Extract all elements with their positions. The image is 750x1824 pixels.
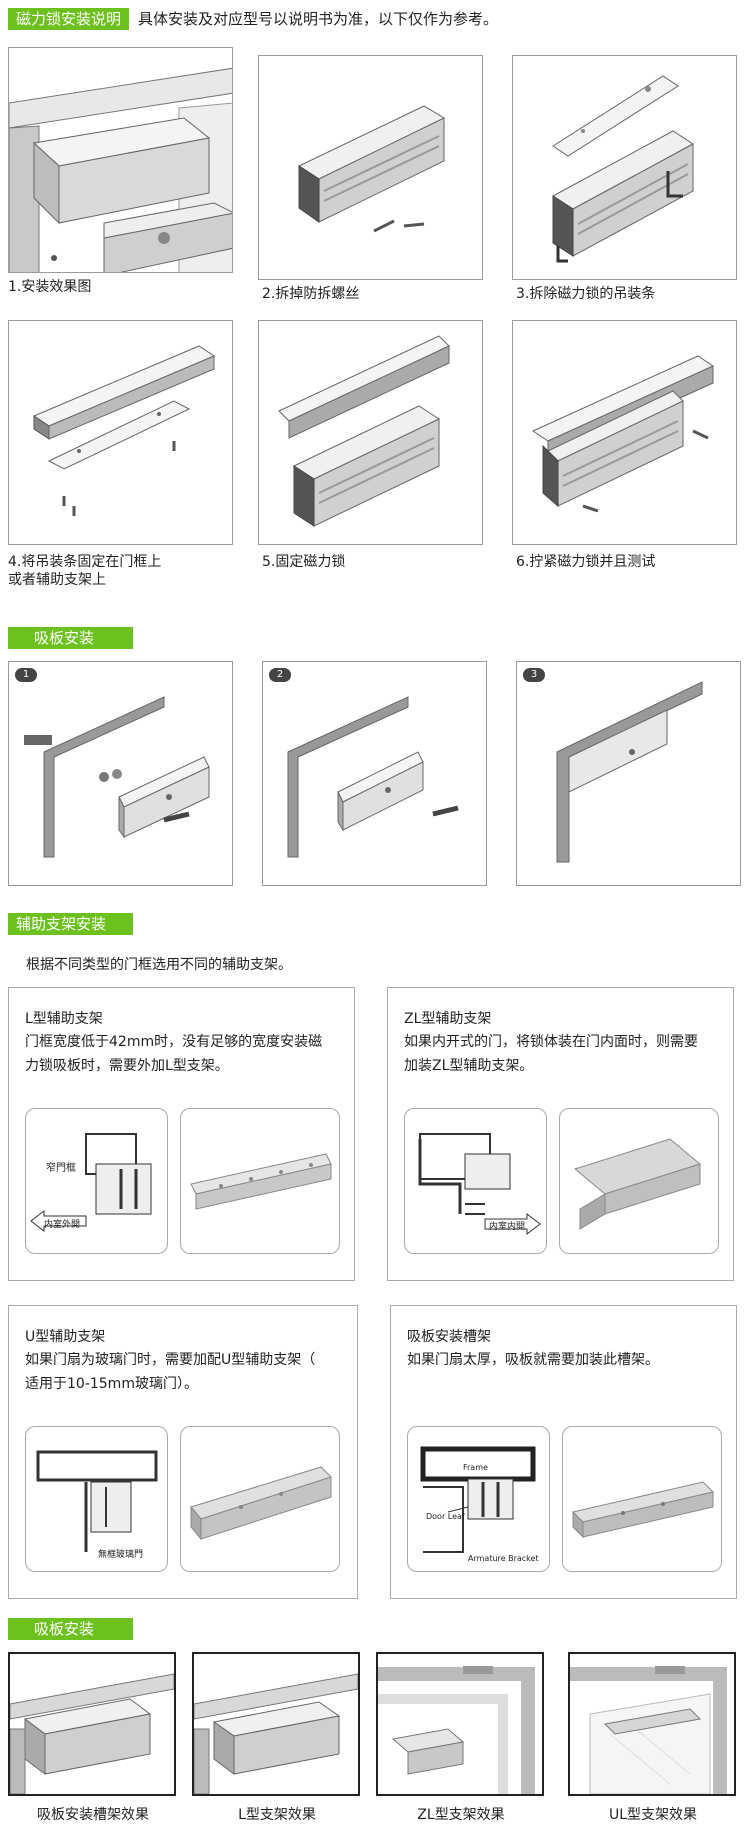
- label-frame: Frame: [463, 1463, 488, 1472]
- label-narrow-frame: 窄門框: [46, 1163, 76, 1174]
- effect-caption-armature-bracket: 吸板安装槽架效果: [37, 1807, 149, 1823]
- card-text-line1: 如果内开式的门，将锁体装在门内面时，则需要: [404, 1034, 698, 1050]
- step-2-caption: 2.拆掉防拆螺丝: [262, 286, 360, 302]
- section-tag-install: 磁力锁安装说明: [8, 8, 130, 30]
- armature-bracket-photo: [562, 1426, 722, 1572]
- step-badge-1: 1: [15, 668, 37, 682]
- step-2-image: [258, 55, 483, 280]
- label-frameless-glass: 無框玻璃門: [98, 1550, 144, 1560]
- bracket-intro: 根据不同类型的门框选用不同的辅助支架。: [26, 957, 292, 973]
- u-bracket-diagram: 無框玻璃門: [25, 1426, 168, 1572]
- card-zl-bracket: ZL型辅助支架 如果内开式的门，将锁体装在门内面时，则需要 加装ZL型辅助支架。…: [387, 987, 734, 1281]
- effect-image-zl-bracket: [376, 1652, 544, 1796]
- step-5-image: [258, 320, 483, 545]
- armature-step-2-image: 2: [262, 661, 487, 886]
- effect-caption-ul-bracket: UL型支架效果: [608, 1807, 698, 1823]
- label-door-leaf: Door Leaf: [426, 1512, 465, 1521]
- armature-step-3-image: 3: [516, 661, 741, 886]
- step-3-image: [512, 55, 737, 280]
- section-tag-bracket: 辅助支架安装: [8, 913, 133, 935]
- l-bracket-diagram: 窄門框 内室外開: [25, 1108, 168, 1254]
- card-u-bracket: U型辅助支架 如果门扇为玻璃门时，需要加配U型辅助支架（ 适用于10-15mm玻…: [8, 1305, 358, 1599]
- card-text-line1: 如果门扇为玻璃门时，需要加配U型辅助支架（: [25, 1352, 316, 1368]
- step-4-caption-line2: 或者辅助支架上: [8, 572, 106, 588]
- section-tag-armature-effects: 吸板安装: [8, 1618, 133, 1640]
- zl-bracket-diagram: 内室内開: [404, 1108, 547, 1254]
- step-badge-2: 2: [269, 668, 291, 682]
- card-text-line2: 加装ZL型辅助支架。: [404, 1058, 534, 1074]
- l-bracket-photo: [180, 1108, 340, 1254]
- step-1-caption: 1.安装效果图: [8, 279, 92, 295]
- section-tag-armature: 吸板安装: [8, 627, 133, 649]
- step-5-caption: 5.固定磁力锁: [262, 554, 346, 570]
- card-text-line1: 门框宽度低于42mm时，没有足够的宽度安装磁: [25, 1034, 323, 1050]
- label-inside-inside: 内室内開: [489, 1222, 526, 1232]
- effect-image-ul-bracket: [568, 1652, 736, 1796]
- zl-bracket-photo: [559, 1108, 719, 1254]
- step-4-image: [8, 320, 233, 545]
- card-title: ZL型辅助支架: [404, 1011, 492, 1027]
- step-1-image: [8, 47, 233, 273]
- card-text-line2: 适用于10-15mm玻璃门）。: [25, 1376, 198, 1392]
- card-l-bracket: L型辅助支架 门框宽度低于42mm时，没有足够的宽度安装磁 力锁吸板时，需要外加…: [8, 987, 355, 1281]
- card-title: 吸板安装槽架: [407, 1329, 491, 1345]
- effect-image-armature-bracket: [8, 1652, 176, 1796]
- step-6-image: [512, 320, 737, 545]
- card-text-line2: 力锁吸板时，需要外加L型支架。: [25, 1058, 229, 1074]
- step-6-caption: 6.拧紧磁力锁并且测试: [516, 554, 656, 570]
- label-armature-bracket: Armature Bracket: [468, 1554, 539, 1563]
- armature-bracket-diagram: Frame Door Leaf Armature Bracket: [407, 1426, 550, 1572]
- effect-caption-l-bracket: L型支架效果: [238, 1807, 316, 1823]
- card-title: U型辅助支架: [25, 1329, 106, 1345]
- label-inside-outside: 内室外開: [44, 1220, 81, 1230]
- step-badge-3: 3: [523, 668, 545, 682]
- step-3-caption: 3.拆除磁力锁的吊装条: [516, 286, 656, 302]
- card-text-line1: 如果门扇太厚，吸板就需要加装此槽架。: [407, 1352, 659, 1368]
- card-title: L型辅助支架: [25, 1011, 103, 1027]
- armature-step-1-image: 1: [8, 661, 233, 886]
- card-armature-bracket: 吸板安装槽架 如果门扇太厚，吸板就需要加装此槽架。 Frame Door Lea…: [390, 1305, 737, 1599]
- step-4-caption: 4.将吊装条固定在门框上: [8, 554, 162, 570]
- u-bracket-photo: [180, 1426, 340, 1572]
- effect-caption-zl-bracket: ZL型支架效果: [417, 1807, 505, 1823]
- section-intro: 具体安装及对应型号以说明书为准，以下仅作为参考。: [138, 10, 499, 28]
- effect-image-l-bracket: [192, 1652, 360, 1796]
